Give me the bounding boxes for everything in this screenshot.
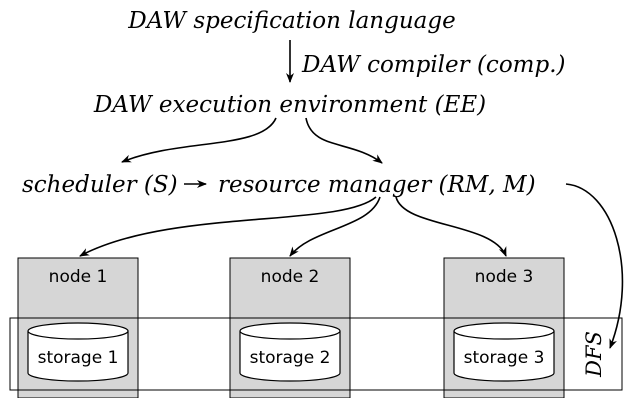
resource-manager-label: resource manager (RM, M) [218, 172, 536, 198]
scheduler-label: scheduler (S) [22, 172, 178, 198]
storage-2-cylinder [239, 322, 341, 382]
ee-to-scheduler-arrow [121, 117, 277, 163]
storage-3-cylinder [453, 322, 555, 382]
storage-1-label: storage 1 [38, 348, 119, 368]
storage-2-label: storage 2 [250, 348, 331, 368]
node-2-label: node 2 [261, 267, 320, 287]
dfs-box [9, 317, 623, 391]
rm-to-node1-arrow [79, 196, 377, 257]
storage-1-cylinder [27, 322, 129, 382]
dfs-label: DFS [582, 331, 606, 378]
node-1-label: node 1 [49, 267, 108, 287]
rm-to-node3-arrow [395, 196, 507, 257]
node-3-label: node 3 [475, 267, 534, 287]
ee-to-rm-arrow [305, 117, 383, 164]
execution-env-label: DAW execution environment (EE) [93, 92, 486, 118]
rm-to-node2-arrow [289, 196, 381, 257]
compiler-label: DAW compiler (comp.) [301, 52, 565, 78]
storage-3-label: storage 3 [464, 348, 545, 368]
rm-to-dfs-arrow [565, 183, 624, 349]
spec-language-label: DAW specification language [127, 8, 455, 34]
